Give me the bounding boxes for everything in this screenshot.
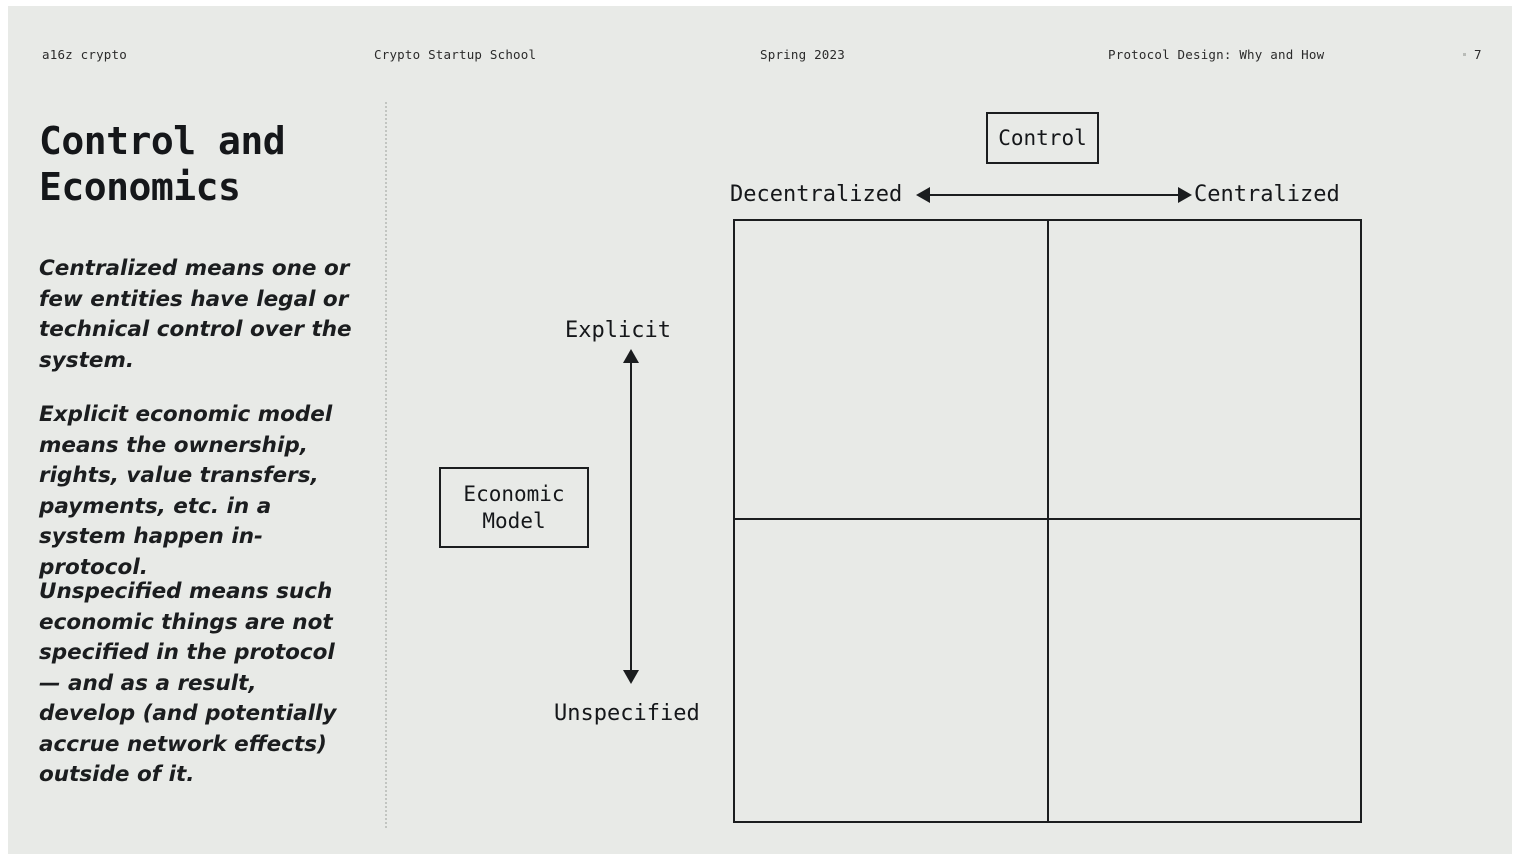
header-term: Spring 2023 xyxy=(760,47,845,62)
page-number: 7 xyxy=(1474,47,1482,62)
header-bullet-mark xyxy=(1463,53,1466,56)
column-divider xyxy=(385,102,388,828)
y-axis-arrow-line xyxy=(630,362,632,673)
control-axis-title-box: Control xyxy=(986,112,1099,164)
y-axis-top-label: Explicit xyxy=(565,318,671,343)
control-axis-title-label: Control xyxy=(998,125,1087,150)
x-axis-left-label: Decentralized xyxy=(730,182,903,207)
quadrant-bottom-right xyxy=(1049,520,1360,821)
y-axis-down-arrowhead xyxy=(623,670,639,684)
quadrant-diagram: Control Decentralized Centralized Econom… xyxy=(8,6,1512,854)
x-axis-right-label: Centralized xyxy=(1194,182,1340,207)
header-course: Crypto Startup School xyxy=(374,47,537,62)
y-axis-bottom-label: Unspecified xyxy=(554,701,700,726)
quadrant-bottom-left xyxy=(735,520,1047,821)
quadrant-grid xyxy=(733,219,1362,823)
body-paragraph-1: Centralized means one or few entities ha… xyxy=(39,256,352,373)
y-axis-up-arrowhead xyxy=(623,349,639,363)
header-brand: a16z crypto xyxy=(42,47,127,62)
body-paragraph-3: Unspecified means such economic things a… xyxy=(39,579,337,787)
slide-canvas: a16z crypto Crypto Startup School Spring… xyxy=(8,6,1512,854)
body-paragraph-2: Explicit economic model means the owners… xyxy=(39,402,333,580)
x-axis-arrow-line xyxy=(928,194,1180,196)
slide-title: Control and Economics xyxy=(39,119,286,209)
quadrant-horizontal-divider xyxy=(735,518,1360,520)
quadrant-top-left xyxy=(735,221,1047,518)
header-talk-title: Protocol Design: Why and How xyxy=(1108,47,1325,62)
quadrant-top-right xyxy=(1049,221,1360,518)
x-axis-left-arrowhead xyxy=(916,187,930,203)
x-axis-right-arrowhead xyxy=(1178,187,1192,203)
economic-model-axis-title-label: Economic Model xyxy=(463,481,565,533)
economic-model-axis-title-box: Economic Model xyxy=(439,467,589,548)
quadrant-vertical-divider xyxy=(1047,221,1049,821)
